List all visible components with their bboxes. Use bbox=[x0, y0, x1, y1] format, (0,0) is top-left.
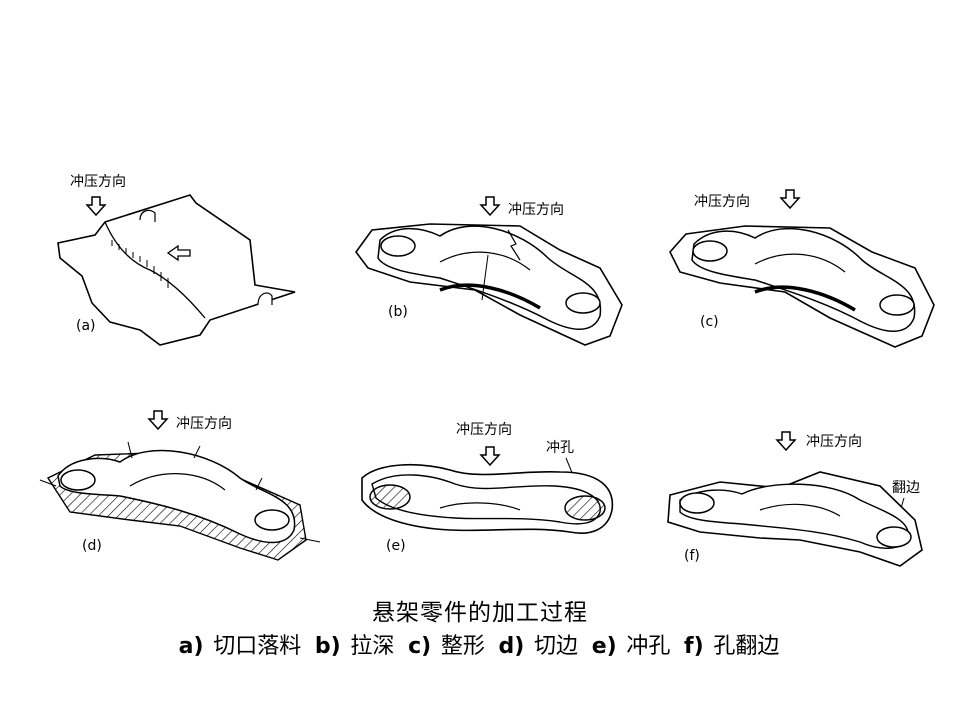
legend-item-d: d) 切边 bbox=[498, 634, 579, 659]
panel-d: 冲压方向 (d) bbox=[39, 410, 321, 561]
legend-item-f: f) 孔翻边 bbox=[684, 634, 780, 659]
press-direction-label: 冲压方向 bbox=[456, 422, 512, 438]
pierce-label: 冲孔 bbox=[546, 440, 574, 456]
press-direction-label: 冲压方向 bbox=[508, 202, 564, 218]
press-arrow-icon bbox=[480, 196, 500, 216]
panel-label-a: (a) bbox=[76, 318, 96, 334]
flanging-label: 翻边 bbox=[892, 480, 920, 496]
figure-title: 悬架零件的加工过程 bbox=[372, 600, 588, 626]
process-legend: a) 切口落料 b) 拉深 c) 整形 d) 切边 e) 冲孔 f) 孔翻边 bbox=[0, 628, 960, 660]
press-direction-label: 冲压方向 bbox=[70, 174, 126, 190]
press-direction-label: 冲压方向 bbox=[176, 416, 232, 432]
press-direction-label: 冲压方向 bbox=[694, 194, 750, 210]
legend-item-a: a) 切口落料 bbox=[178, 634, 302, 659]
panel-label-c: (c) bbox=[700, 314, 719, 330]
panel-label-b: (b) bbox=[388, 304, 408, 320]
panel-b: 冲压方向 (b) bbox=[355, 196, 623, 346]
panel-f: 冲压方向 翻边 (f) bbox=[667, 431, 923, 567]
panel-a: 冲压方向 (a) bbox=[57, 174, 296, 346]
panel-label-d: (d) bbox=[82, 538, 102, 554]
press-arrow-icon bbox=[776, 431, 796, 451]
panel-label-f: (f) bbox=[684, 548, 700, 564]
panel-e: 冲压方向 冲孔 (e) bbox=[361, 422, 614, 554]
panel-c: 冲压方向 (c) bbox=[669, 189, 935, 348]
press-arrow-icon bbox=[86, 196, 106, 216]
legend-item-e: e) 冲孔 bbox=[591, 634, 671, 659]
press-arrow-icon bbox=[480, 446, 500, 466]
press-arrow-icon bbox=[780, 189, 800, 209]
legend-item-c: c) 整形 bbox=[408, 634, 485, 659]
legend-item-b: b) 拉深 bbox=[314, 634, 395, 659]
press-direction-label: 冲压方向 bbox=[806, 434, 862, 450]
panel-label-e: (e) bbox=[386, 538, 406, 554]
press-arrow-icon bbox=[148, 410, 168, 430]
